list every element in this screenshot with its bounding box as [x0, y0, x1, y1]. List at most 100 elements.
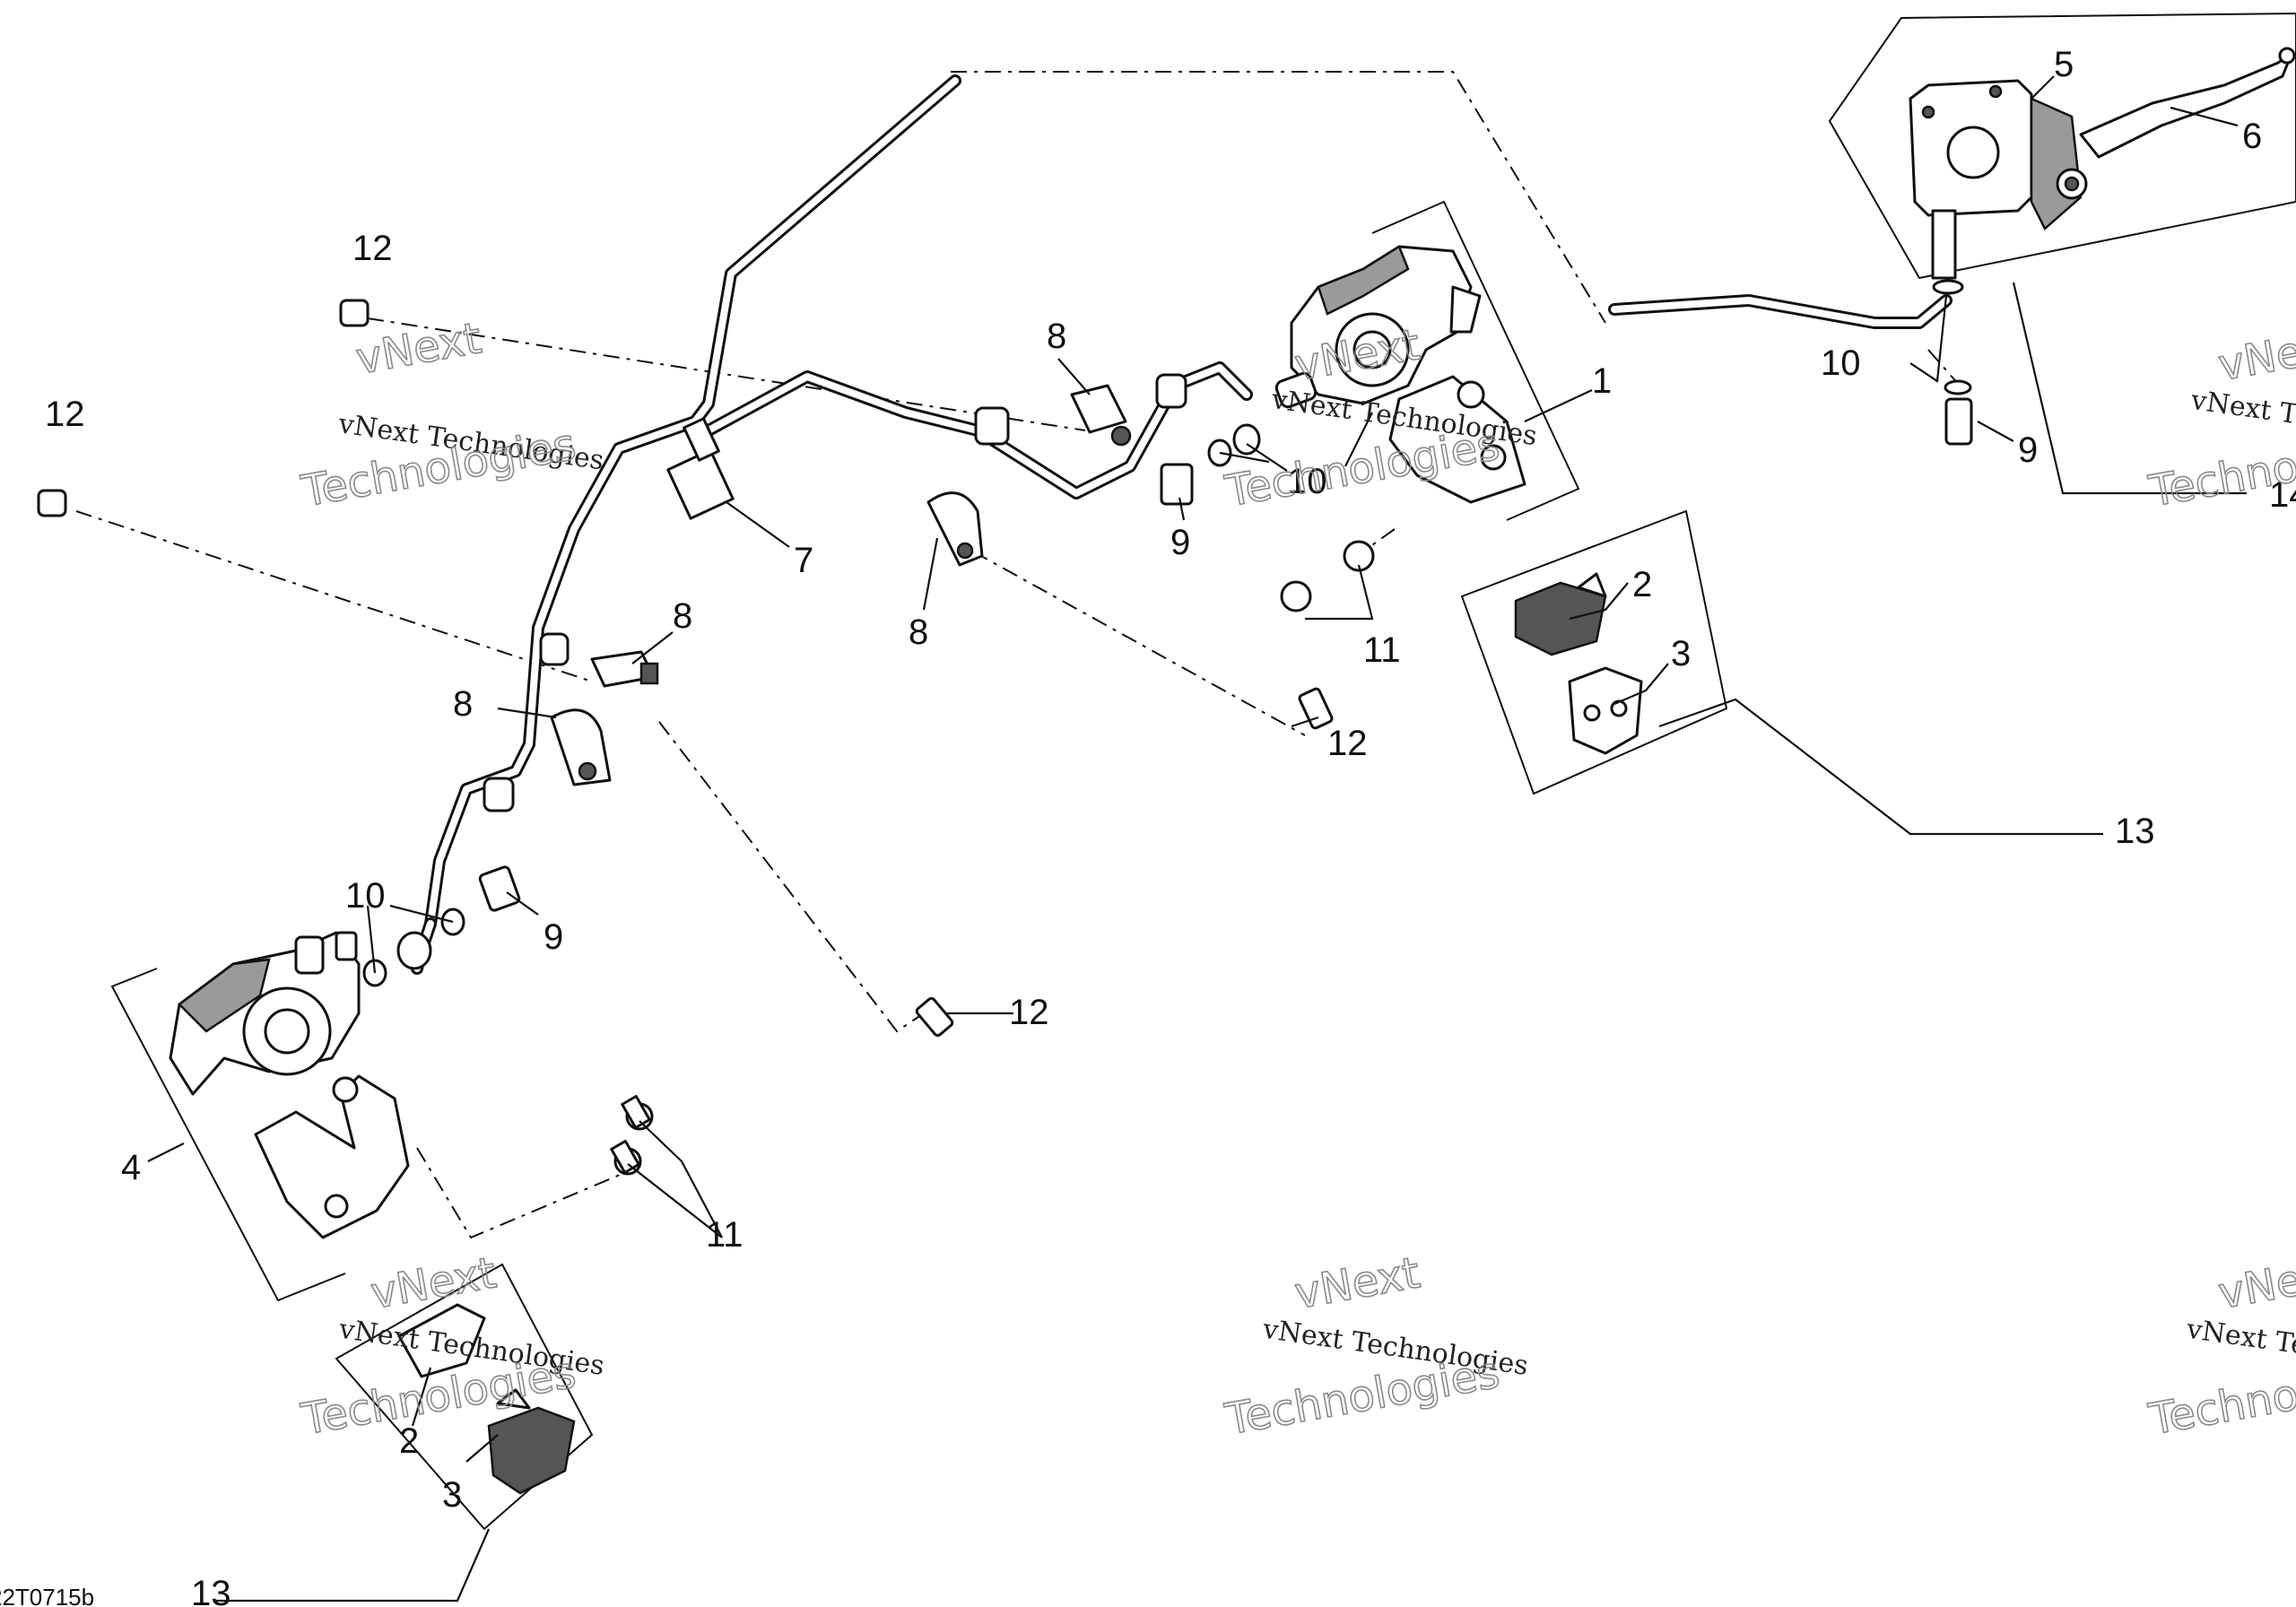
callout-7: 7 — [794, 541, 813, 580]
dashed-line-bolt-12-left — [75, 510, 593, 682]
bolt-12-center — [1298, 687, 1334, 730]
callout-numbers: 1 2 3 4 5 6 7 8 8 8 8 9 9 9 10 10 10 11 … — [45, 45, 2296, 1607]
grommet-upper — [974, 406, 1010, 446]
mounting-bolts-12 — [37, 299, 1334, 1038]
assembly-dashed-lines — [75, 71, 1961, 1239]
caliper-right-nuts — [1280, 540, 1375, 612]
pad-left-2 — [397, 1303, 486, 1378]
callout-8-upper: 8 — [1047, 317, 1066, 356]
caliper-right — [1274, 245, 1482, 409]
box-caliper-left — [110, 968, 346, 1302]
callout-9-left: 9 — [544, 917, 563, 957]
watermark-line1: vNext — [1291, 1247, 1423, 1319]
group-boxes — [110, 12, 2296, 1531]
watermark-line1: vNext — [367, 1247, 500, 1319]
callout-12-left: 12 — [45, 395, 85, 434]
watermark-line3: Technologies — [1222, 1348, 1503, 1446]
grommet-lower-left — [483, 777, 515, 812]
brake-tee-junction — [666, 417, 735, 520]
callout-8-lower: 8 — [453, 684, 473, 724]
clamp-left — [590, 650, 659, 688]
watermark-bottom-right: vNext vNext Technologies Technologies — [2144, 1247, 2296, 1446]
callout-4: 4 — [121, 1148, 141, 1187]
grommet-mid-left — [539, 632, 570, 666]
callout-8-center: 8 — [909, 612, 928, 652]
callout-13-right: 13 — [2115, 812, 2155, 851]
callout-1: 1 — [1592, 361, 1612, 401]
watermark-line1: vNext — [352, 313, 485, 385]
dashed-line-top — [951, 71, 1606, 324]
watermark-line1: vNext — [2214, 1247, 2296, 1319]
callout-14: 14 — [2269, 475, 2296, 515]
caliper-bracket-left — [254, 1074, 410, 1239]
hose-grommets-and-clamps — [483, 373, 1187, 812]
clamp-upper — [1070, 384, 1132, 447]
watermark-bottom-left: vNext vNext Technologies Technologies — [297, 1247, 606, 1446]
brake-lines — [411, 74, 1952, 975]
reference-code: 22T0715b — [0, 1584, 94, 1607]
brake-pads-left — [397, 1303, 576, 1495]
watermark-top-left: vNext vNext Technologies Technologies — [297, 312, 606, 517]
brake-line-master-inner — [1611, 297, 1950, 326]
pad-left-3 — [487, 1406, 576, 1495]
clamp-lower — [550, 708, 612, 786]
banjo-bolt-left — [478, 865, 521, 912]
dashed-line-washer-right — [1927, 349, 1961, 387]
box-master-cylinder — [1828, 12, 2296, 280]
bolt-12-top — [339, 299, 370, 327]
callout-8-left: 8 — [673, 596, 692, 636]
dashed-line-clamp-center — [972, 551, 1306, 736]
banjo-bolt-master — [1944, 397, 1973, 446]
callout-3-left: 3 — [442, 1475, 462, 1515]
callout-2-left: 2 — [399, 1421, 419, 1461]
brake-line-main-inner — [427, 77, 959, 927]
watermark-line3: Technologies — [2145, 1348, 2296, 1446]
watermark-line1: vNext — [2214, 319, 2296, 391]
callout-13-bottom: 13 — [191, 1574, 231, 1607]
brake-line-right-branch-inner — [705, 364, 1250, 497]
brake-lever — [2079, 47, 2296, 159]
callout-3-right: 3 — [1671, 634, 1691, 673]
caliper-left — [169, 931, 361, 1096]
washer-master-2 — [1944, 379, 1972, 395]
callout-12-top: 12 — [352, 229, 393, 268]
dashed-line-bracket-left — [416, 1147, 642, 1239]
caliper-left-fittings — [362, 865, 654, 1176]
dashed-line-nut-right — [1362, 528, 1396, 552]
washer-master-1 — [1932, 279, 1964, 295]
caliper-bracket-right — [1388, 375, 1526, 504]
bolt-12-lower — [915, 996, 954, 1038]
master-cylinder — [1909, 79, 2088, 280]
callout-5: 5 — [2054, 45, 2074, 84]
callout-12-lower: 12 — [1009, 993, 1049, 1032]
watermark-line2: vNext Technologies — [2188, 385, 2296, 453]
banjo-bolt-right — [1160, 463, 1194, 506]
caliper-left-bolts — [610, 1095, 654, 1176]
dashed-line-clamp-left — [658, 721, 925, 1033]
pad-right-2 — [1514, 581, 1607, 656]
callout-10-master: 10 — [1821, 343, 1861, 383]
brake-pads-right — [1514, 572, 1643, 755]
master-cylinder-fittings — [1932, 279, 1973, 446]
clamp-center — [926, 491, 984, 567]
callout-10-left: 10 — [345, 876, 386, 916]
callout-9-right: 9 — [1170, 523, 1190, 562]
caliper-right-fittings — [1160, 423, 1375, 612]
callout-12-center: 12 — [1327, 724, 1368, 763]
callout-9-master: 9 — [2018, 430, 2038, 470]
callout-11-right: 11 — [1363, 630, 1401, 670]
bolt-12-left — [37, 489, 67, 517]
dashed-line-bolt-12-top — [367, 317, 1086, 431]
leader-lines — [147, 75, 2247, 1603]
pad-right-3 — [1568, 666, 1643, 755]
washer-right-2 — [1232, 423, 1261, 456]
grommet-right — [1155, 373, 1187, 409]
watermark-bottom-center: vNext vNext Technologies Technologies — [1221, 1247, 1530, 1446]
box-caliper-right — [1371, 200, 1580, 521]
callout-11-left: 11 — [706, 1215, 744, 1255]
callout-10-right: 10 — [1287, 462, 1327, 501]
box-pads-right — [1460, 509, 1728, 795]
banjo-left — [396, 931, 432, 970]
callout-6: 6 — [2242, 117, 2262, 156]
